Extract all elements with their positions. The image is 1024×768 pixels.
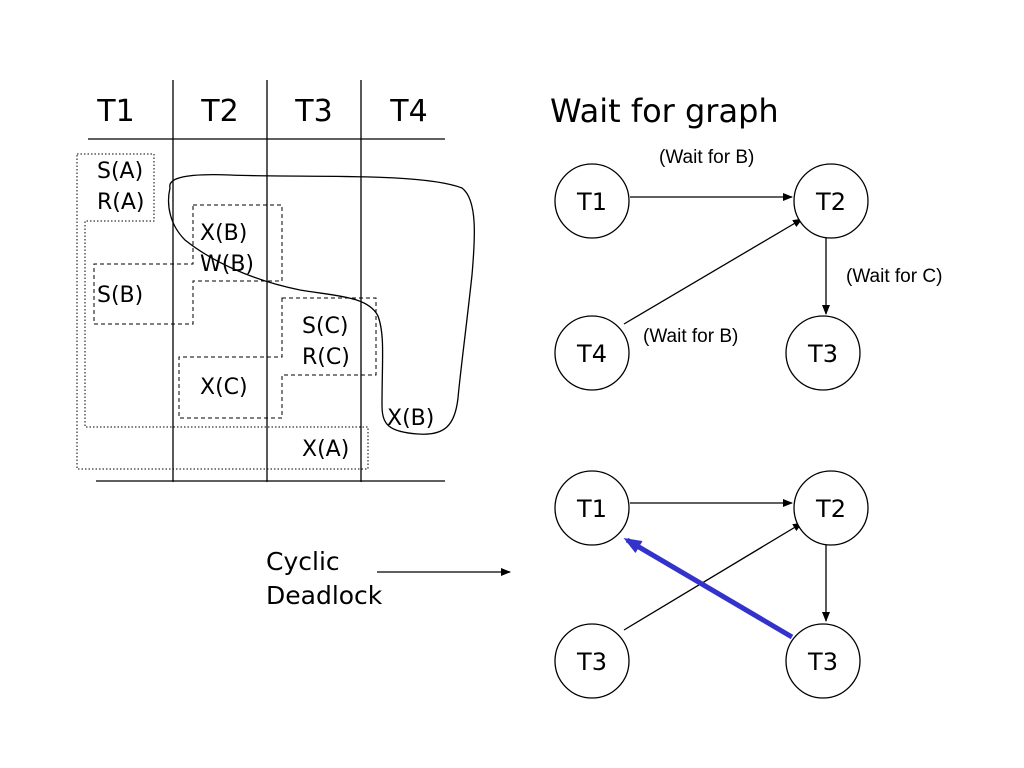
deadlock-graph: T1 T2 T3 T3 Cyclic Deadlock <box>266 470 869 699</box>
cycle-edge-t3-t1 <box>623 537 794 640</box>
edge-label-t2-t3: (Wait for C) <box>846 266 942 287</box>
op-t2-xc: X(C) <box>200 375 248 400</box>
cyc-label-t2: T2 <box>815 495 846 523</box>
op-t2-xb: X(B) <box>200 221 247 246</box>
op-t2-wb: W(B) <box>200 252 254 277</box>
op-t1-sa: S(A) <box>97 159 143 184</box>
col-header-t2: T2 <box>200 94 238 129</box>
wait-for-graph: Wait for graph (Wait for B) (Wait for C)… <box>550 92 942 391</box>
wfg-node-t1 <box>554 163 630 239</box>
op-t1-sb: S(B) <box>97 283 143 308</box>
wfg-label-t4: T4 <box>576 340 607 368</box>
waiting-loop-outline <box>167 174 476 435</box>
wfg-node-t4 <box>554 315 630 391</box>
wait-for-title: Wait for graph <box>550 92 779 130</box>
cyc-label-t1: T1 <box>576 495 607 523</box>
cyc-label-t3-left: T3 <box>576 648 607 676</box>
lock-b-region <box>93 204 283 325</box>
col-header-t1: T1 <box>96 94 134 129</box>
wfg-node-t3 <box>785 315 861 391</box>
wfg-label-t1: T1 <box>576 188 607 216</box>
edge-t4-t2 <box>623 218 803 325</box>
caption-line-1: Cyclic <box>266 547 340 576</box>
cyc-node-t2 <box>793 470 869 546</box>
op-t1-ra: R(A) <box>97 190 145 215</box>
cyc-node-t1 <box>554 470 630 546</box>
op-t3-sc: S(C) <box>302 314 349 339</box>
op-t3-rc: R(C) <box>302 345 350 370</box>
cyc-edge-t3-t2 <box>623 522 803 631</box>
lock-c-region <box>178 297 377 419</box>
schedule-table: T1 T2 T3 T4 S(A) R(A) X(B) W(B) S(B) S(C… <box>76 80 476 482</box>
wfg-label-t2: T2 <box>815 188 846 216</box>
wfg-label-t3: T3 <box>807 340 838 368</box>
cyc-label-t3-right: T3 <box>807 648 838 676</box>
cyc-node-t3-right <box>785 623 861 699</box>
col-header-t4: T4 <box>389 94 427 129</box>
col-header-t3: T3 <box>294 94 332 129</box>
caption-line-2: Deadlock <box>266 581 383 610</box>
op-t4-xb: X(B) <box>387 406 434 431</box>
op-t3-xa: X(A) <box>302 437 349 462</box>
cyc-node-t3-left <box>554 623 630 699</box>
edge-label-t1-t2: (Wait for B) <box>659 147 754 168</box>
edge-label-t4-t2: (Wait for B) <box>643 326 738 347</box>
wfg-node-t2 <box>793 163 869 239</box>
t1-lock-a-region <box>76 153 369 470</box>
